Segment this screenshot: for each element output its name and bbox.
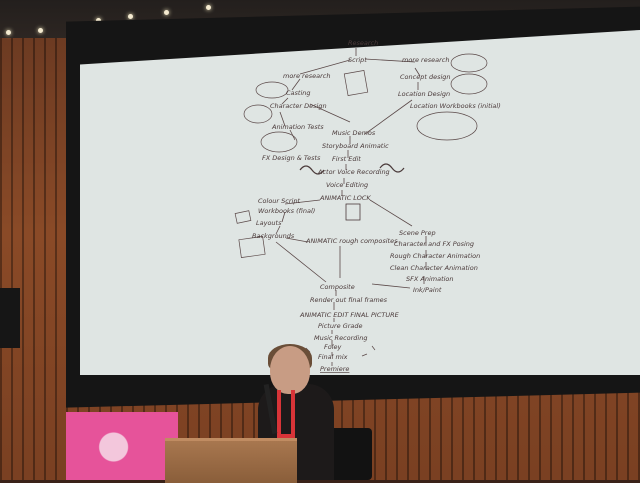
node-character-design: Character Design [270,102,327,110]
speaker-head [270,346,310,394]
flowchart-labels: Research Script more research more resea… [252,39,501,373]
node-more-research-left: more research [283,72,330,80]
node-render-final-frames: Render out final frames [310,296,388,304]
node-first-edit: First Edit [332,155,361,163]
ceiling-light [128,14,133,19]
node-character-fx-posing: Character and FX Posing [394,240,474,248]
node-animatic-lock: ANIMATIC LOCK [319,194,371,202]
node-script: Script [348,56,367,64]
node-scene-prep: Scene Prep [399,229,436,237]
node-clean-character-animation: Clean Character Animation [390,264,478,272]
node-animation-tests: Animation Tests [271,123,324,131]
node-composite: Composite [320,283,355,291]
node-animatic-edit-final-picture: ANIMATIC EDIT FINAL PICTURE [299,311,400,319]
node-workbooks-final: Workbooks (final) [258,207,315,215]
node-voice-editing: Voice Editing [326,181,368,189]
ceiling-light [6,30,11,35]
ceiling-light [206,5,211,10]
node-music-demos: Music Demos [332,129,376,137]
lanyard [277,390,295,438]
node-picture-grade: Picture Grade [318,322,363,330]
node-fx-design-tests: FX Design & Tests [262,154,321,162]
node-concept-design: Concept design [400,73,451,81]
node-storyboard-animatic: Storyboard Animatic [322,142,389,150]
node-rough-character-animation: Rough Character Animation [390,252,480,260]
node-premiere: Premiere [320,365,349,373]
node-final-mix: Final mix [318,353,348,361]
node-layouts: Layouts [256,219,282,227]
flowchart-arrows [275,48,427,366]
wall-speaker [0,288,20,348]
projection-screen [80,30,640,375]
node-location-design: Location Design [398,90,450,98]
node-colour-script: Colour Script [258,197,300,205]
node-more-research-right: more research [402,56,449,64]
ceiling-light [38,28,43,33]
node-research: Research [348,39,378,47]
podium [165,438,297,483]
node-backgrounds: Backgrounds [252,232,295,240]
node-foley: Foley [324,343,342,351]
poster-illustration [88,420,152,480]
node-ink-paint: Ink/Paint [413,286,442,294]
node-animatic-rough-composites: ANIMATIC rough composites [305,237,398,245]
ceiling-light [164,10,169,15]
node-sfx-animation: SFX Animation [406,275,454,283]
node-music-recording: Music Recording [314,334,367,342]
node-location-workbooks-initial: Location Workbooks (initial) [410,102,501,110]
node-actor-voice-recording: Actor Voice Recording [317,168,390,176]
node-casting: Casting [286,89,311,97]
